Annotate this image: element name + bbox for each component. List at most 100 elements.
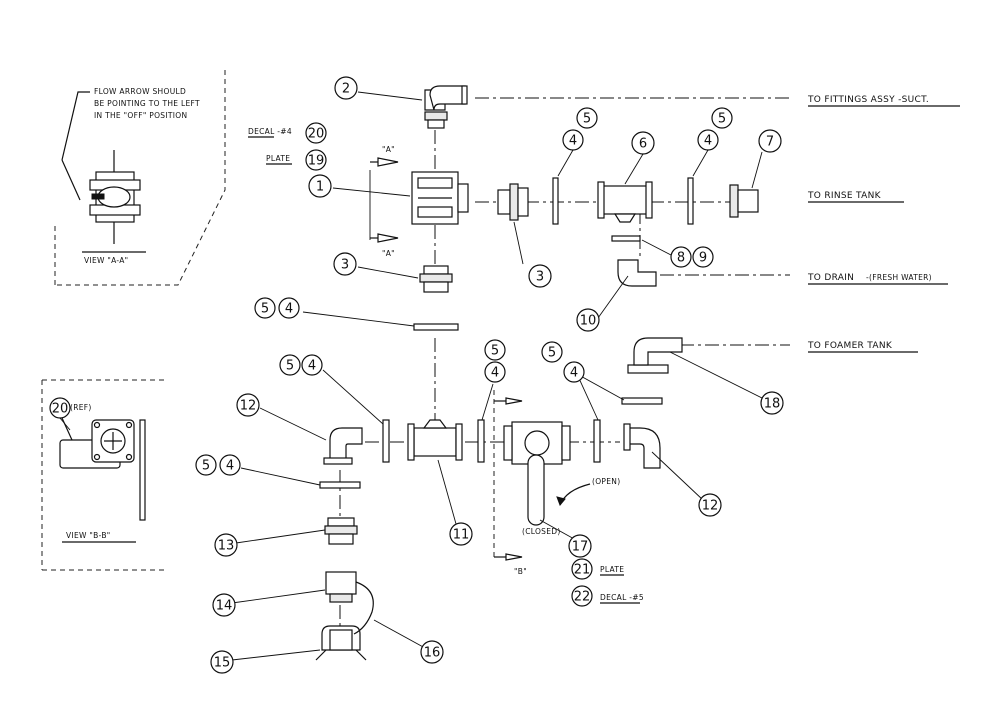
closed-label: (CLOSED) [522, 527, 561, 536]
balloon-13: 13 [214, 533, 238, 557]
part-15-coupler [315, 625, 367, 661]
text-labels: DECAL -#4 PLATE PLATE DECAL -#5 [248, 127, 644, 604]
part-12-elbow-right [623, 423, 661, 469]
ref-label: (REF) [70, 403, 92, 412]
svg-text:5: 5 [491, 344, 499, 359]
svg-text:4: 4 [704, 134, 712, 149]
balloon-21: 21 [571, 558, 593, 580]
svg-text:16: 16 [424, 646, 441, 661]
balloon-1: 1 [308, 174, 332, 198]
view-aa-label: VIEW "A-A" [84, 256, 128, 265]
svg-text:5: 5 [286, 359, 294, 374]
svg-text:7: 7 [766, 135, 774, 150]
balloon-4-a: 4 [562, 129, 584, 151]
balloon-20-ref: 20 [49, 397, 71, 419]
balloon-20-top: 20 [305, 122, 327, 144]
balloons: 2 20 19 1 3 3 5 4 6 5 4 7 8 9 10 5 4 5 4… [49, 76, 784, 674]
balloon-4-d: 4 [301, 354, 323, 376]
balloon-8: 8 [670, 246, 692, 268]
part-3-adapter-horizontal [497, 183, 529, 221]
svg-text:14: 14 [216, 599, 233, 614]
view-aa-inset: FLOW ARROW SHOULD BE POINTING TO THE LEF… [54, 70, 226, 286]
svg-text:4: 4 [285, 302, 293, 317]
svg-text:4: 4 [570, 366, 578, 381]
svg-text:12: 12 [240, 399, 257, 414]
part-17-valve [503, 421, 571, 526]
balloon-5-f: 5 [541, 341, 563, 363]
plate-top-label: PLATE [266, 154, 290, 163]
part-3-adapter-vertical [419, 265, 453, 293]
svg-text:5: 5 [261, 302, 269, 317]
balloon-5-d: 5 [279, 354, 301, 376]
section-b-label: "B" [514, 567, 527, 576]
section-a-label-bottom: "A" [382, 249, 395, 258]
svg-text:8: 8 [677, 251, 685, 266]
balloon-17: 17 [568, 534, 592, 558]
balloon-4-f: 4 [563, 361, 585, 383]
svg-text:1: 1 [316, 180, 324, 195]
balloon-19: 19 [305, 149, 327, 171]
part-16-chain [353, 581, 374, 635]
svg-text:22: 22 [574, 590, 591, 605]
balloon-12-left: 12 [236, 393, 260, 417]
part-7-end-fitting [729, 184, 759, 218]
svg-text:9: 9 [699, 251, 707, 266]
flow-note-line-3: IN THE "OFF" POSITION [94, 111, 187, 120]
section-a-label-top: "A" [382, 145, 395, 154]
section-a-arrows: "A" "A" [370, 145, 399, 258]
view-bb-inset: (REF) VIEW "B-B" [41, 379, 168, 571]
svg-text:21: 21 [574, 563, 591, 578]
svg-text:20: 20 [308, 127, 325, 142]
balloon-3-horizontal: 3 [528, 264, 552, 288]
part-14-cap [325, 571, 357, 603]
dest-drain-label: TO DRAIN [807, 273, 854, 283]
open-label: (OPEN) [592, 477, 620, 486]
svg-text:10: 10 [580, 314, 597, 329]
dest-rinse-label: TO RINSE TANK [807, 191, 882, 201]
destination-labels: TO FITTINGS ASSY -SUCT. TO RINSE TANK TO… [807, 95, 960, 353]
part-13-adapter [324, 517, 358, 545]
svg-text:20: 20 [52, 402, 69, 417]
balloon-16: 16 [420, 640, 444, 664]
balloon-4-e: 4 [484, 361, 506, 383]
balloon-5-b: 5 [711, 107, 733, 129]
balloon-2: 2 [334, 76, 358, 100]
balloon-11: 11 [449, 522, 473, 546]
balloon-5-c: 5 [254, 297, 276, 319]
balloon-7: 7 [758, 129, 782, 153]
part-2-elbow-fitting [424, 85, 468, 129]
svg-text:5: 5 [718, 112, 726, 127]
svg-text:5: 5 [583, 112, 591, 127]
svg-text:17: 17 [572, 540, 589, 555]
svg-text:5: 5 [548, 346, 556, 361]
leader-lines [59, 91, 767, 661]
svg-text:5: 5 [202, 459, 210, 474]
decal-bottom-label: DECAL -#5 [600, 593, 644, 602]
gaskets [319, 177, 694, 489]
dest-foamer-label: TO FOAMER TANK [807, 341, 893, 351]
balloon-10: 10 [576, 308, 600, 332]
svg-text:12: 12 [702, 499, 719, 514]
svg-text:6: 6 [639, 137, 647, 152]
flow-note-line-2: BE POINTING TO THE LEFT [94, 99, 200, 108]
balloon-22: 22 [571, 585, 593, 607]
balloon-14: 14 [212, 593, 236, 617]
part-1-valve [369, 170, 469, 240]
svg-text:2: 2 [342, 82, 350, 97]
balloon-15: 15 [210, 650, 234, 674]
svg-text:13: 13 [218, 539, 235, 554]
section-b-arrows: "B" [493, 390, 527, 576]
balloon-5-e: 5 [484, 339, 506, 361]
balloon-3-vertical: 3 [333, 252, 357, 276]
balloon-18: 18 [760, 391, 784, 415]
svg-text:4: 4 [491, 366, 499, 381]
balloon-9: 9 [692, 246, 714, 268]
part-18-elbow [627, 337, 683, 374]
svg-text:11: 11 [453, 528, 470, 543]
svg-text:4: 4 [569, 134, 577, 149]
plate-bottom-label: PLATE [600, 565, 624, 574]
balloon-5-g: 5 [195, 454, 217, 476]
svg-text:4: 4 [308, 359, 316, 374]
svg-text:4: 4 [226, 459, 234, 474]
decal-top-label: DECAL -#4 [248, 127, 292, 136]
